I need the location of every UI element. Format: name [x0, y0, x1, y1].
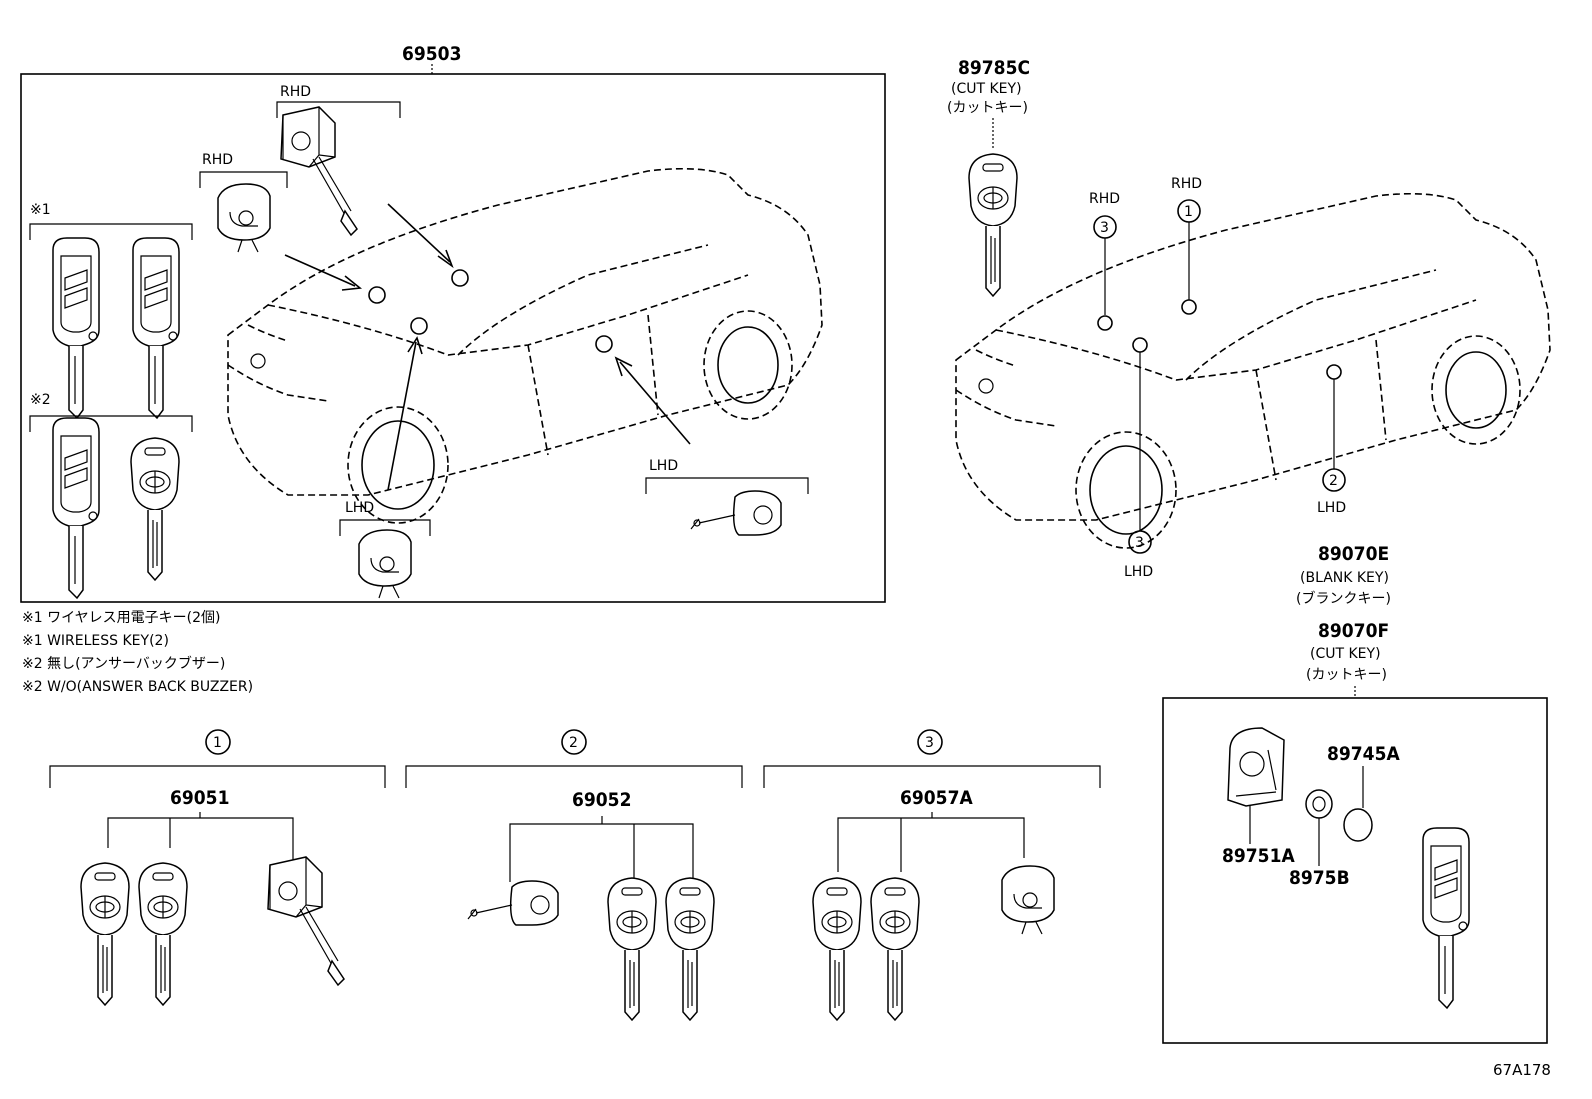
label-blank-key: (BLANK KEY) — [1300, 570, 1389, 586]
label-rhd-ignition: RHD — [280, 84, 311, 100]
label-cut-key-jp-89070F: (カットキー) — [1306, 667, 1387, 683]
label-lhd-3: LHD — [1124, 564, 1153, 580]
wireless-key-illustration-2 — [132, 237, 180, 419]
callout-2-set: 2 — [569, 735, 578, 751]
callout-3-rhd: 3 — [1100, 220, 1109, 236]
battery-illustration — [1343, 808, 1373, 842]
key-illustration-69051-1 — [80, 862, 130, 1006]
label-cut-key-jp-89785C: (カットキー) — [947, 100, 1028, 116]
callout-2-lhd: 2 — [1329, 473, 1338, 489]
label-rhd-1: RHD — [1171, 176, 1202, 192]
label-lhd-cylinder: LHD — [345, 500, 374, 516]
key-illustration-69052-1 — [607, 877, 657, 1021]
drawing-code: 67A178 — [1493, 1061, 1551, 1079]
mark-2: ※2 — [30, 392, 51, 408]
label-rhd-cylinder: RHD — [202, 152, 233, 168]
note-2-en: ※2 W/O(ANSWER BACK BUZZER) — [22, 679, 253, 695]
label-lhd-2: LHD — [1317, 500, 1346, 516]
callout-3-lhd: 3 — [1135, 535, 1144, 551]
callout-1-rhd: 1 — [1184, 204, 1193, 220]
part-number-69057A: 69057A — [900, 787, 973, 809]
plain-key-illustration — [130, 437, 180, 581]
label-cut-key-89785C: (CUT KEY) — [951, 81, 1022, 97]
part-number-69503: 69503 — [402, 43, 461, 65]
key-illustration-69057A-2 — [870, 877, 920, 1021]
kit-69503-box — [20, 73, 886, 603]
part-number-89070E: 89070E — [1318, 543, 1389, 565]
key-illustration-69051-2 — [138, 862, 188, 1006]
note-1-en: ※1 WIRELESS KEY(2) — [22, 633, 169, 649]
part-number-69051: 69051 — [170, 787, 229, 809]
ignition-cylinder-illustration — [280, 106, 358, 236]
door-cylinder-illustration-69052 — [467, 880, 559, 926]
flip-key-illustration-89070F — [1422, 827, 1470, 1009]
callout-1-set: 1 — [213, 735, 222, 751]
key-illustration-69052-2 — [665, 877, 715, 1021]
note-2-jp: ※2 無し(アンサーバックブザー) — [22, 655, 225, 672]
wireless-key-illustration-1 — [52, 237, 100, 419]
kit-89070F-box — [1162, 697, 1548, 1044]
cylinder-illustration-lhd — [358, 529, 412, 599]
mark-1: ※1 — [30, 202, 51, 218]
car-illustration-left — [227, 167, 823, 524]
key-shell-illustration — [1227, 727, 1285, 807]
part-number-89745A: 89745A — [1327, 743, 1400, 765]
part-number-89785C: 89785C — [958, 57, 1030, 79]
wireless-key-illustration-3 — [52, 417, 100, 599]
part-number-69052: 69052 — [572, 789, 631, 811]
key-disc-illustration — [1305, 789, 1333, 819]
label-rhd-3: RHD — [1089, 191, 1120, 207]
part-number-89070F: 89070F — [1318, 620, 1389, 642]
part-number-89751A: 89751A — [1222, 845, 1295, 867]
label-blank-key-jp: (ブランクキー) — [1296, 590, 1391, 607]
label-cut-key-89070F: (CUT KEY) — [1310, 646, 1381, 662]
door-cylinder-illustration — [690, 490, 782, 536]
note-1-jp: ※1 ワイヤレス用電子キー(2個) — [22, 610, 221, 626]
cylinder-illustration-69057A — [1001, 865, 1055, 935]
key-illustration-69057A-1 — [812, 877, 862, 1021]
ignition-illustration-69051 — [267, 856, 345, 986]
cylinder-illustration — [217, 183, 271, 253]
label-lhd-door: LHD — [649, 458, 678, 474]
car-illustration-right — [955, 192, 1551, 549]
part-number-8975B: 8975B — [1289, 867, 1350, 889]
cut-key-illustration-89785C — [968, 153, 1018, 297]
callout-3-set: 3 — [925, 735, 934, 751]
